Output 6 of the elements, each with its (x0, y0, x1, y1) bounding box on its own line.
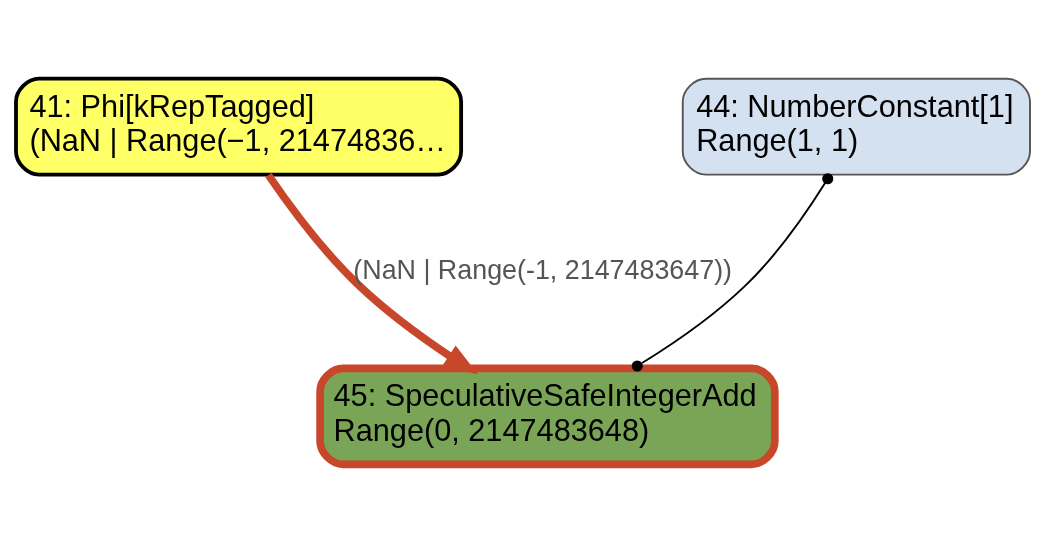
arrow (265, 172, 479, 375)
node-box: 41: Phi[kRepTagged] (NaN | Range(−1, 21474836… (14, 76, 464, 177)
connector (631, 172, 834, 371)
edge-label: (NaN | Range(-1, 2147483647)) (353, 254, 733, 285)
node-box: 44: NumberConstant[1] Range(1, 1) (681, 77, 1031, 176)
node-box: 45: SpeculativeSafeIntegerAdd Range(0, 2147483648) (316, 364, 779, 468)
